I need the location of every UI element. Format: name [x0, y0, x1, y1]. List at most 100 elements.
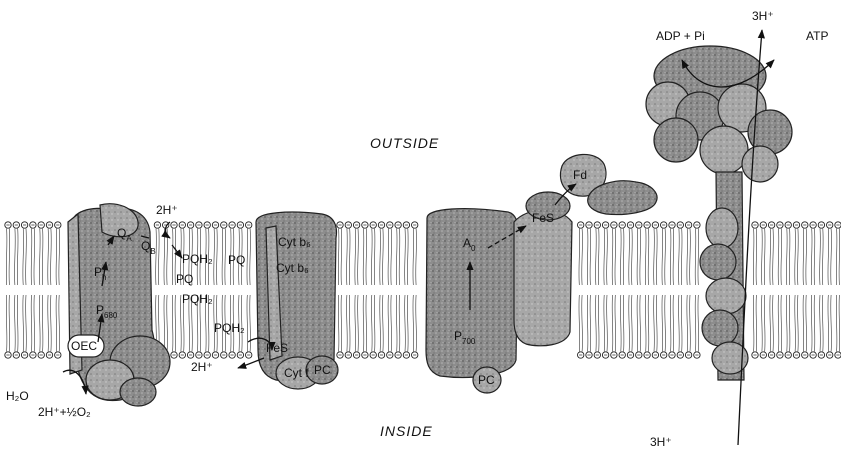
lipid-tail: [347, 229, 348, 286]
lipid-tail: [607, 295, 608, 352]
lipid-tail: [822, 295, 823, 352]
lipid-tail: [250, 229, 251, 286]
lipid-tail: [598, 295, 599, 352]
fd-label: Fd: [573, 168, 587, 182]
lipid-tail: [416, 229, 417, 286]
lipid-tail: [407, 229, 408, 286]
lipid-tail: [358, 229, 359, 286]
psii-proton-label: 2H⁺: [156, 203, 178, 217]
lipid-tail: [836, 229, 837, 286]
lipid-tail: [59, 295, 60, 352]
lipid-tail: [341, 229, 342, 286]
lipid-tail: [214, 229, 215, 286]
inside-label: INSIDE: [380, 423, 433, 439]
lipid-tail: [786, 295, 787, 352]
lipid-tail: [222, 229, 223, 286]
lipid-tail: [656, 229, 657, 286]
atp-label: ATP: [806, 29, 828, 43]
lipid-tail: [6, 229, 7, 286]
water-label: H₂O: [6, 389, 29, 403]
lipid-tail: [756, 229, 757, 286]
lipid-tail: [798, 295, 799, 352]
lipid-tail: [673, 295, 674, 352]
lipid-tail: [388, 295, 389, 352]
lipid-tail: [670, 295, 671, 352]
lipid-tail: [31, 229, 32, 286]
lipid-tail: [396, 229, 397, 286]
lipid-tail: [623, 229, 624, 286]
lipid-tail: [391, 295, 392, 352]
lipid-tail: [355, 229, 356, 286]
lipid-tail: [778, 229, 779, 286]
lipid-tail: [15, 295, 16, 352]
lipid-tail: [158, 229, 159, 286]
lipid-tail: [806, 295, 807, 352]
lipid-tail: [399, 229, 400, 286]
adp-pi-label: ADP + Pi: [656, 29, 705, 43]
lipid-tail: [762, 295, 763, 352]
lipid-tail: [665, 295, 666, 352]
lipid-tail: [820, 229, 821, 286]
lipid-tail: [413, 229, 414, 286]
lipid-tail: [698, 229, 699, 286]
lipid-tail: [405, 295, 406, 352]
lipid-tail: [42, 229, 43, 286]
lipid-tail: [645, 295, 646, 352]
lipid-tail: [355, 295, 356, 352]
lipid-tail: [654, 229, 655, 286]
lipid-tail: [695, 229, 696, 286]
lipid-tail: [31, 295, 32, 352]
lipid-tail: [620, 295, 621, 352]
lipid-tail: [798, 229, 799, 286]
lipid-tail: [391, 229, 392, 286]
lipid-tail: [590, 229, 591, 286]
lipid-tail: [399, 295, 400, 352]
lipid-tail: [172, 229, 173, 286]
lipid-tail: [164, 295, 165, 352]
cytf-label: Cyt f: [284, 366, 309, 380]
lipid-tail: [607, 229, 608, 286]
pqh2-low-label: PQH₂: [214, 321, 245, 335]
lipid-tail: [764, 295, 765, 352]
lipid-tail: [225, 229, 226, 286]
lipid-tail: [366, 295, 367, 352]
lipid-tail: [247, 229, 248, 286]
lipid-tail: [380, 229, 381, 286]
lipid-tail: [681, 229, 682, 286]
lipid-tail: [803, 229, 804, 286]
lipid-tail: [582, 229, 583, 286]
lipid-tail: [632, 229, 633, 286]
lipid-tail: [612, 295, 613, 352]
lipid-tail: [620, 229, 621, 286]
lipid-tail: [770, 229, 771, 286]
lipid-tail: [828, 295, 829, 352]
outside-label: OUTSIDE: [370, 135, 439, 151]
lipid-tail: [764, 229, 765, 286]
lipid-tail: [803, 295, 804, 352]
lipid-tail: [596, 229, 597, 286]
lipid-tail: [756, 295, 757, 352]
lipid-tail: [23, 295, 24, 352]
lipid-tail: [366, 229, 367, 286]
lipid-tail: [629, 229, 630, 286]
lipid-tail: [164, 229, 165, 286]
lipid-tail: [26, 229, 27, 286]
lipid-tail: [9, 229, 10, 286]
lipid-tail: [56, 229, 57, 286]
lipid-tail: [753, 295, 754, 352]
lipid-tail: [811, 295, 812, 352]
lipid-tail: [23, 229, 24, 286]
lipid-tail: [15, 229, 16, 286]
lipid-tail: [662, 295, 663, 352]
lipid-tail: [789, 229, 790, 286]
lipid-tail: [579, 295, 580, 352]
lipid-tail: [167, 229, 168, 286]
lipid-tail: [374, 229, 375, 286]
lipid-tail: [587, 229, 588, 286]
lipid-tail: [604, 295, 605, 352]
lipid-tail: [690, 295, 691, 352]
pq-label-1: PQ: [228, 253, 245, 267]
lipid-tail: [695, 295, 696, 352]
lipid-tail: [687, 295, 688, 352]
lipid-tail: [388, 229, 389, 286]
